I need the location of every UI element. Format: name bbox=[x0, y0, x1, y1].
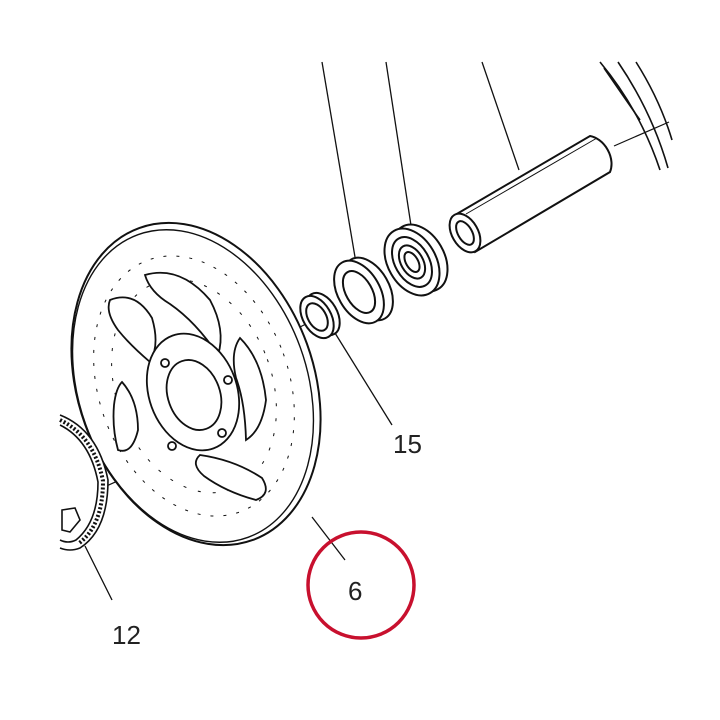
callout-15: 15 bbox=[393, 429, 422, 459]
spacer-tube bbox=[448, 134, 613, 254]
callout-12: 12 bbox=[112, 620, 141, 650]
leader-lines-top bbox=[321, 61, 520, 258]
callout-6: 6 bbox=[348, 576, 362, 606]
highlight-circle bbox=[306, 530, 416, 640]
seal-ring bbox=[333, 256, 394, 325]
small-ring-part-15 bbox=[299, 291, 341, 340]
tone-ring bbox=[59, 414, 109, 551]
bearing bbox=[383, 223, 449, 297]
leader-lines-bottom bbox=[84, 332, 393, 601]
wheel-rim bbox=[599, 61, 673, 171]
brake-disc-hub bbox=[145, 332, 241, 452]
brake-disc-cutouts bbox=[107, 271, 267, 501]
